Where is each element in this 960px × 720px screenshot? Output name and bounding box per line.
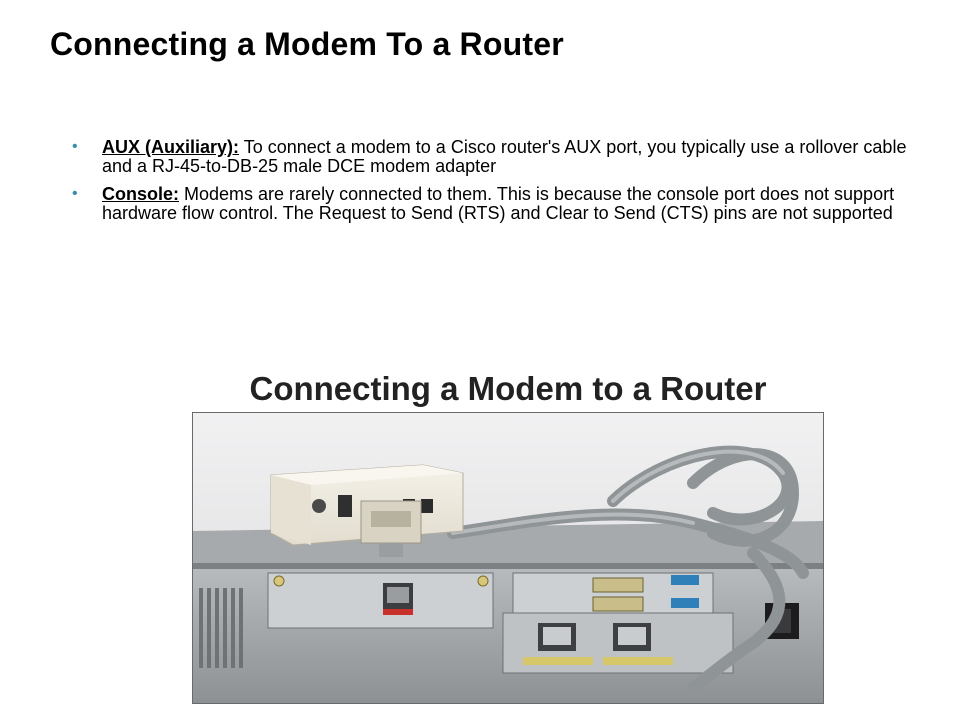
bullet-text: To connect a modem to a Cisco router's A… <box>102 137 907 176</box>
bullet-console: • Console: Modems are rarely connected t… <box>72 185 922 223</box>
bullet-term: Console: <box>102 184 180 204</box>
bullet-text: Modems are rarely connected to them. Thi… <box>102 184 895 223</box>
page-title: Connecting a Modem To a Router <box>50 26 564 62</box>
bullet-dot-icon: • <box>72 138 78 155</box>
modem-router-photo <box>192 412 824 704</box>
bullet-aux: • AUX (Auxiliary): To connect a modem to… <box>72 138 922 176</box>
figure-title: Connecting a Modem to a Router <box>249 370 767 407</box>
bullet-dot-icon: • <box>72 185 78 202</box>
bullet-list: • AUX (Auxiliary): To connect a modem to… <box>72 138 922 232</box>
figure: Connecting a Modem to a Router <box>192 370 824 704</box>
bullet-term: AUX (Auxiliary): <box>102 137 240 157</box>
